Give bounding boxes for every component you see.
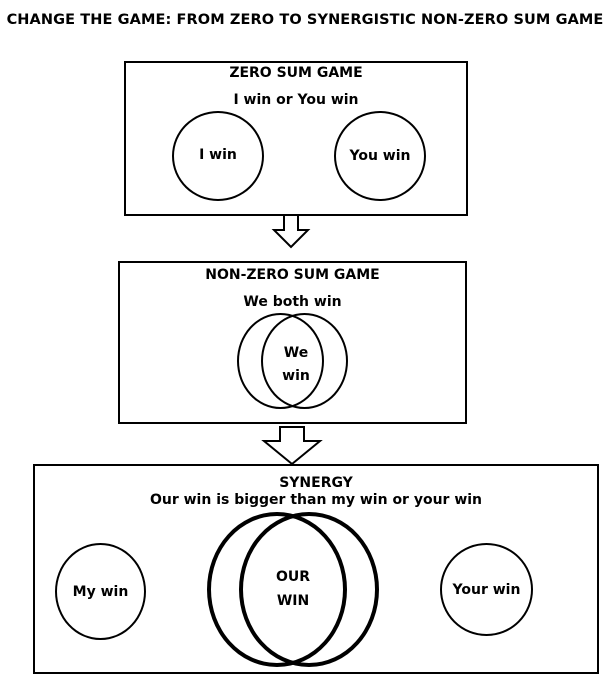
you-win-label: You win (349, 148, 411, 164)
non-zero-sum-subheading: We both win (243, 294, 342, 310)
your-win-label: Your win (452, 582, 521, 598)
you-win-circle (334, 111, 426, 201)
zero-sum-heading: ZERO SUM GAME (229, 65, 363, 81)
synergy-subheading: Our win is bigger than my win or your wi… (149, 492, 483, 508)
i-win-label: I win (199, 147, 237, 163)
we-win-right-circle (261, 313, 348, 409)
i-win-circle (172, 111, 264, 201)
down-arrow-2 (261, 426, 323, 466)
we-win-line2: win (282, 368, 310, 384)
down-arrow-1 (271, 214, 311, 249)
my-win-circle (55, 543, 146, 640)
our-win-right-circle (239, 512, 379, 667)
zero-sum-subheading: I win or You win (233, 92, 359, 108)
our-win-line2: WIN (276, 593, 310, 609)
our-win-line1: OUR (275, 569, 311, 585)
we-win-line1: We (283, 345, 309, 361)
non-zero-sum-heading: NON-ZERO SUM GAME (205, 267, 380, 283)
synergy-heading: SYNERGY (279, 475, 353, 491)
your-win-circle (440, 543, 533, 636)
my-win-label: My win (72, 584, 129, 600)
diagram-title: CHANGE THE GAME: FROM ZERO TO SYNERGISTI… (6, 12, 604, 28)
